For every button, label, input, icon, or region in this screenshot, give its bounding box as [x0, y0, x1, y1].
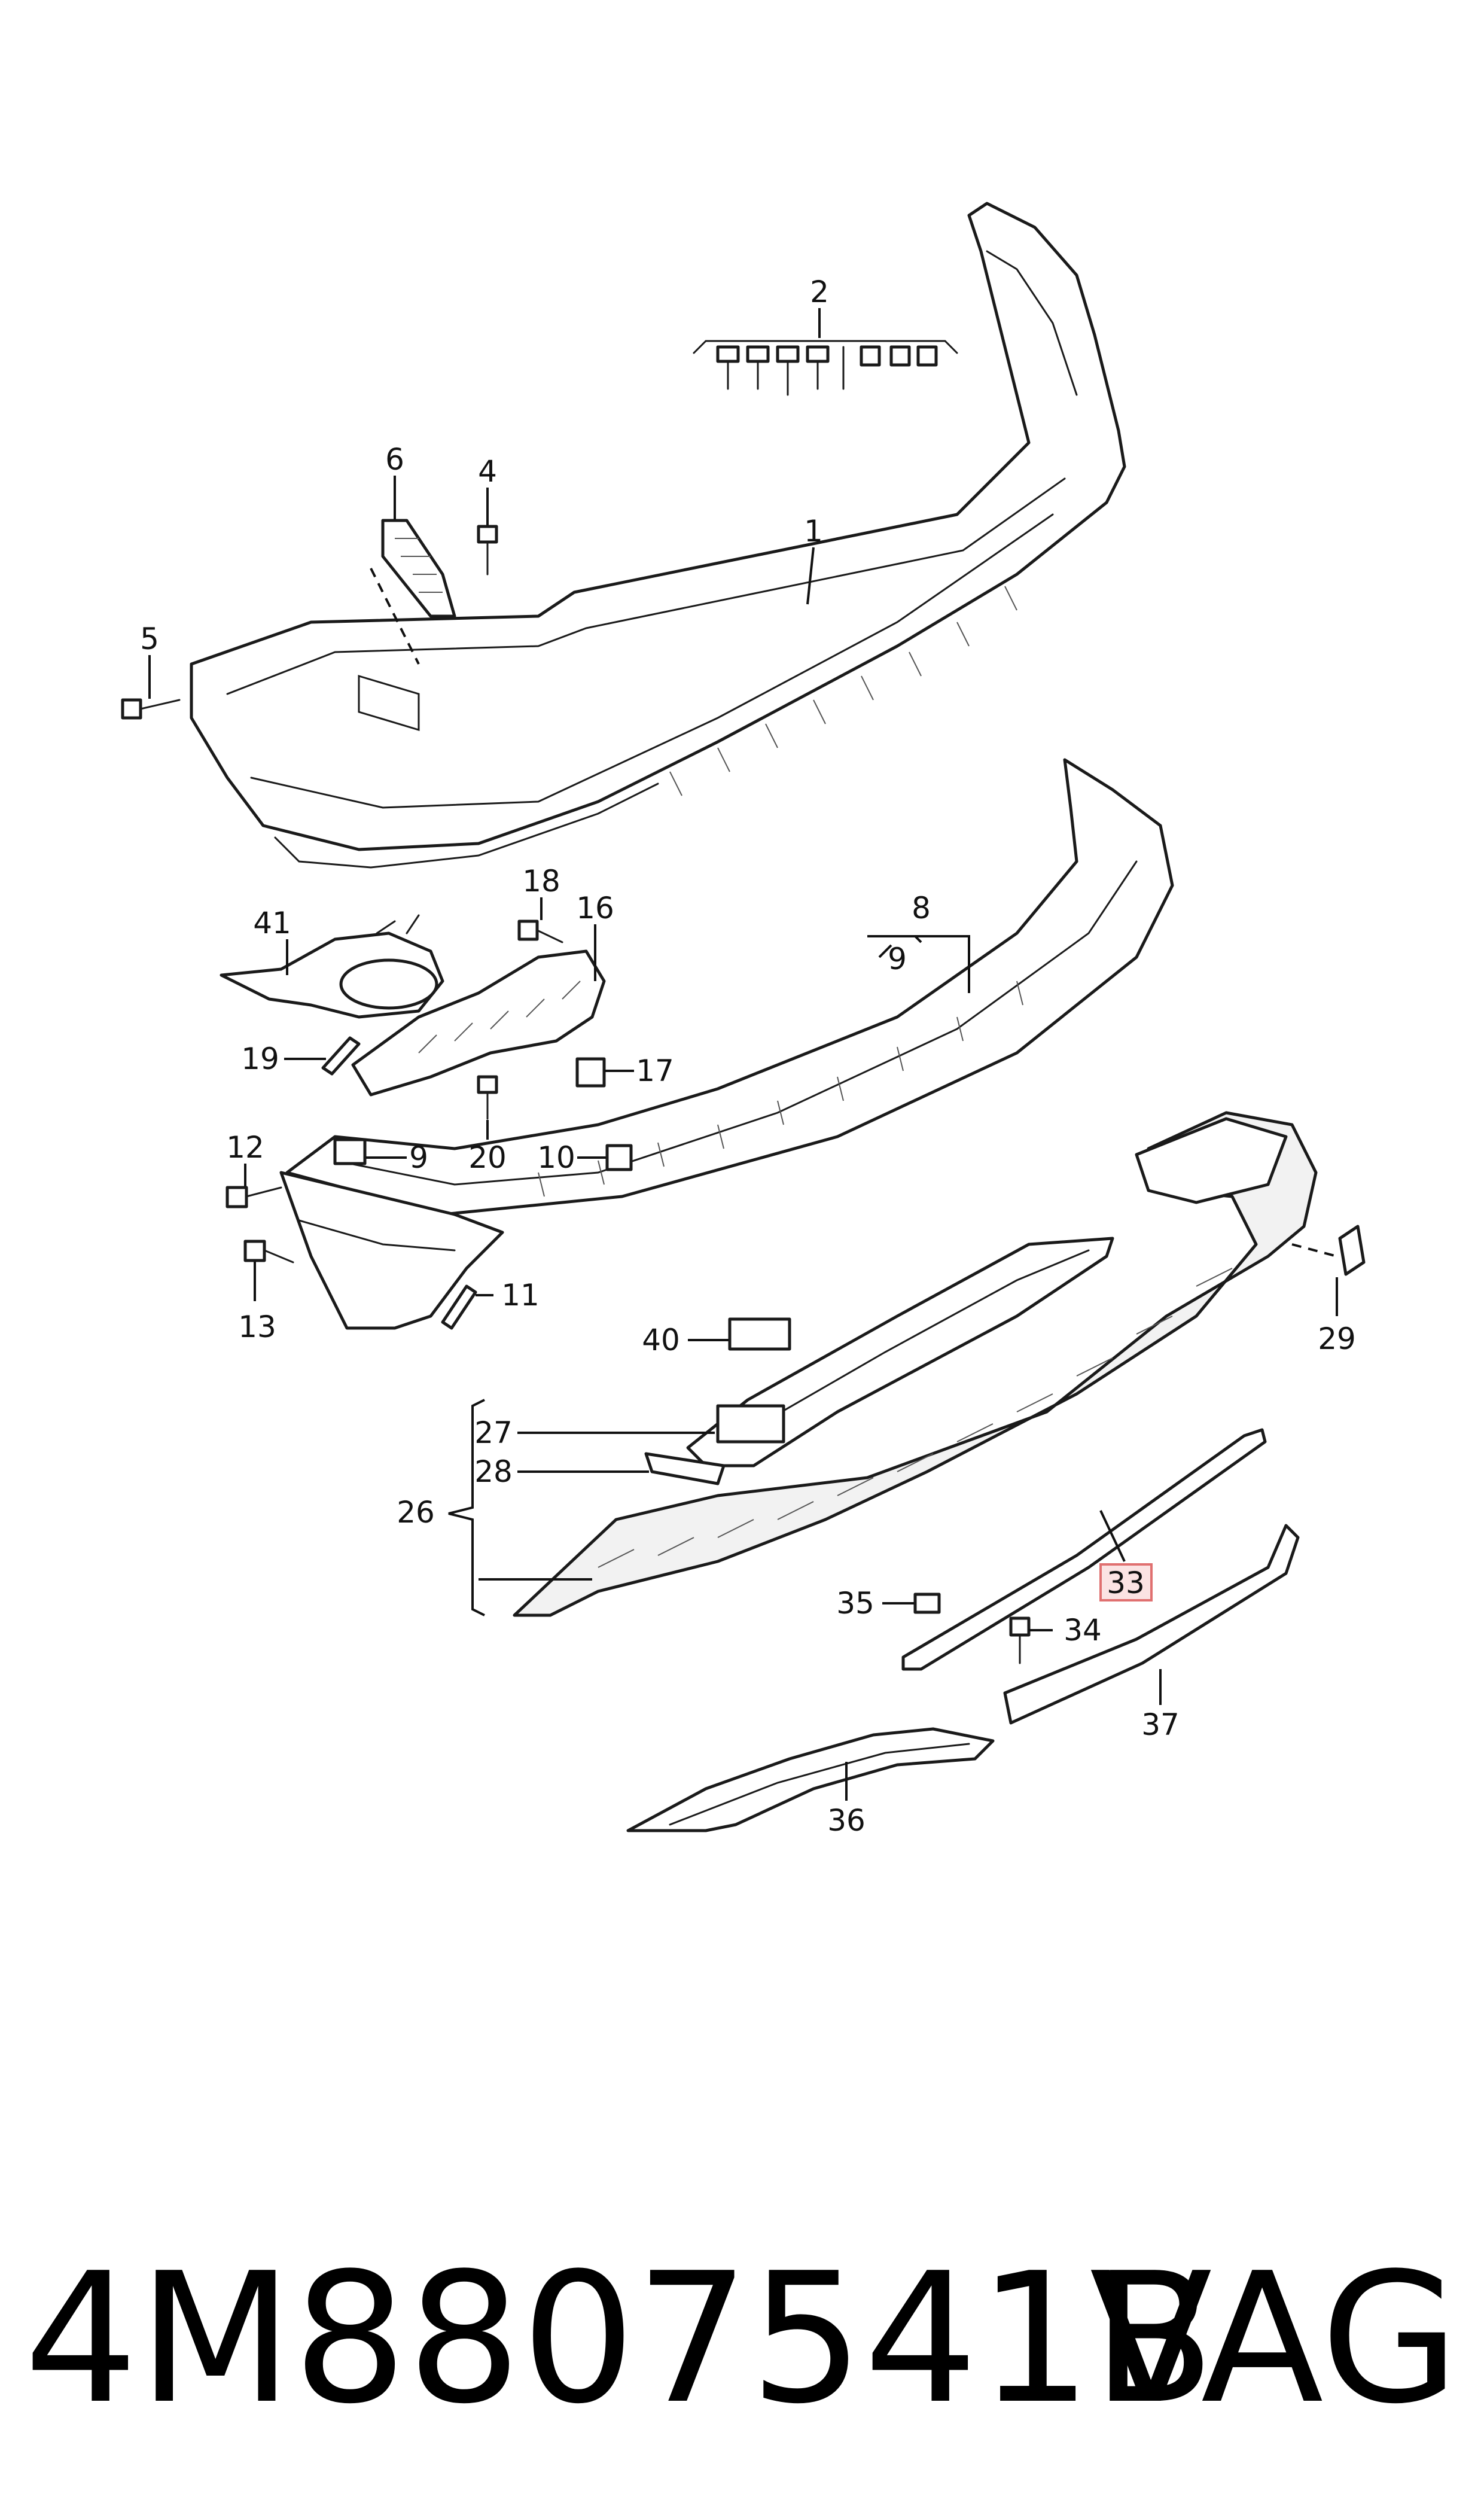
callout-6: 6	[385, 442, 404, 477]
footer-caption: 4M8807541B VAG	[24, 2213, 1459, 2465]
part-number-label: 4M8807541B	[24, 2234, 1215, 2443]
callout-1: 1	[804, 514, 823, 549]
bracket-part	[1338, 1225, 1366, 1276]
callout-10: 10	[537, 1140, 575, 1175]
lower-diffuser-part	[513, 1111, 1318, 1617]
callout-19: 19	[241, 1042, 279, 1076]
exploded-parts-diagram: 1 2 4 5 6 8 9 9 10 11 12 13 16 17 18 19 …	[121, 202, 1366, 1838]
trim-strip-part	[644, 1452, 726, 1485]
clip-part	[605, 1144, 633, 1171]
callout-41: 41	[253, 906, 291, 940]
clip-part	[575, 1057, 606, 1088]
chrome-trim-part	[1003, 1524, 1300, 1725]
callout-36: 36	[827, 1803, 866, 1838]
exhaust-trim-part	[220, 914, 444, 1019]
brand-label: VAG	[1089, 2234, 1459, 2443]
lower-trim-part	[626, 1727, 995, 1832]
callout-34: 34	[1064, 1613, 1102, 1648]
callout-20: 20	[468, 1140, 507, 1175]
callout-4: 4	[478, 454, 497, 489]
mounting-bracket-part	[351, 949, 606, 1097]
callout-37: 37	[1141, 1707, 1180, 1742]
callout-2: 2	[810, 275, 829, 309]
clip-part	[913, 1593, 941, 1614]
bumper-cover-part	[190, 202, 1126, 869]
screw-part	[121, 698, 181, 720]
callout-13: 13	[238, 1310, 276, 1344]
callout-labels: 1 2 4 5 6 8 9 9 10 11 12 13 16 17 18 19 …	[140, 275, 1356, 1838]
screw-part	[477, 1075, 498, 1120]
trim-strip-part	[901, 1428, 1267, 1671]
callout-12: 12	[226, 1130, 264, 1165]
callout-35: 35	[836, 1586, 874, 1621]
side-spoiler-part	[279, 1171, 504, 1330]
screw-part	[1009, 1616, 1031, 1664]
callout-28: 28	[474, 1454, 513, 1489]
callout-16: 16	[576, 891, 614, 925]
fastener-set-part	[693, 340, 958, 396]
callout-33-highlight	[1099, 1563, 1153, 1601]
callout-33: 33	[1107, 1566, 1145, 1600]
callout-5: 5	[140, 622, 159, 656]
clip-part	[333, 1138, 367, 1165]
pad-part	[321, 1036, 361, 1076]
callout-17: 17	[636, 1054, 674, 1088]
screw-part	[517, 919, 563, 943]
callout-27: 27	[474, 1415, 513, 1450]
screw-part	[226, 1186, 282, 1208]
callout-9-clip: 9	[409, 1140, 428, 1175]
callout-40: 40	[642, 1323, 680, 1357]
callout-29: 29	[1318, 1322, 1356, 1356]
callout-8: 8	[912, 891, 931, 925]
callout-18: 18	[522, 864, 560, 899]
diffuser-part	[686, 1237, 1114, 1467]
callout-11: 11	[501, 1278, 540, 1313]
screw-part	[243, 1240, 294, 1263]
screw-part	[477, 525, 498, 576]
pad-part	[441, 1284, 477, 1330]
grille-insert-part	[370, 519, 456, 665]
sensor-holder-part	[716, 1317, 791, 1444]
callout-9-bracket: 9	[888, 942, 907, 976]
bumper-carrier-part	[285, 758, 1174, 1216]
callout-26: 26	[397, 1495, 435, 1530]
leader-lines	[148, 308, 1338, 1801]
